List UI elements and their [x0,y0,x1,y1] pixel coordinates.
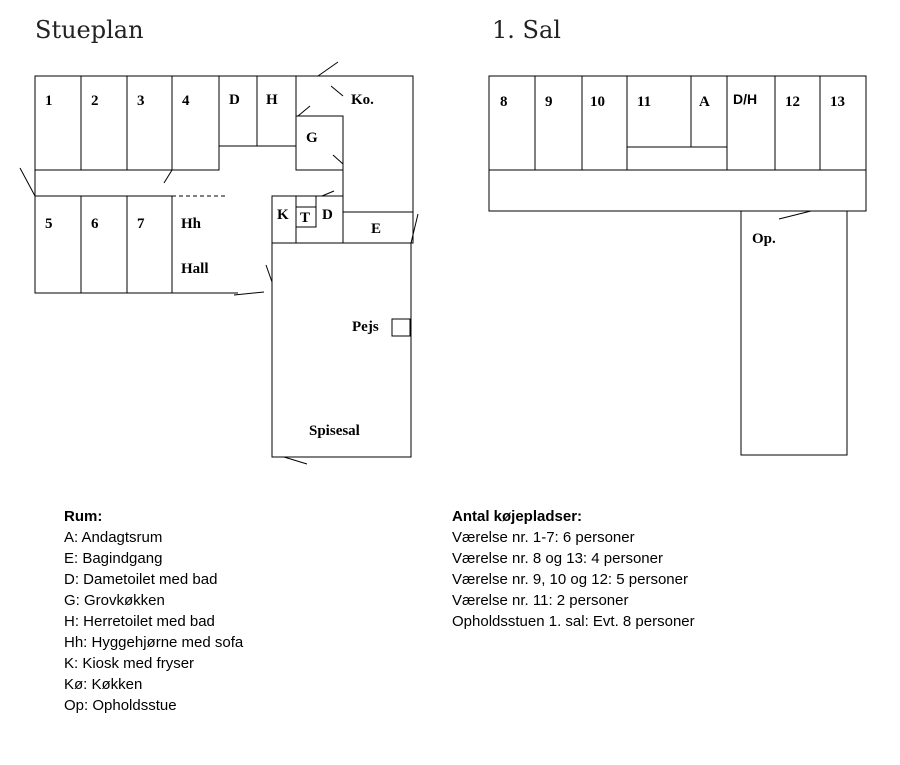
label-room-5: 5 [45,216,53,232]
beds-legend: Antal køjepladser: Værelse nr. 1-7: 6 pe… [452,506,695,632]
label-room-8: 8 [500,94,508,110]
label-room-g: G [306,130,318,146]
door-op [778,210,812,220]
room-3 [126,75,173,171]
door-spisesal-west [265,264,273,283]
room-12 [774,75,821,171]
room-2 [80,75,128,171]
room-d-upper [218,75,258,147]
legend-item: Værelse nr. 11: 2 personer [452,592,629,609]
label-hall: Hall [181,261,209,277]
rooms-legend: Rum: A: Andagtsrum E: Bagindgang D: Dame… [64,506,243,716]
label-room-3: 3 [137,93,145,109]
door-kitchen-inner [330,85,344,97]
room-13 [819,75,867,171]
label-pejs: Pejs [352,319,379,335]
legend-item: G: Grovkøkken [64,592,165,609]
legend-item: Hh: Hyggehjørne med sofa [64,634,244,651]
corridor-wall [34,170,172,197]
room-g [295,115,344,171]
label-room-op: Op. [752,231,776,247]
label-room-12: 12 [785,94,800,110]
legend-item: Værelse nr. 1-7: 6 personer [452,529,635,546]
room-4 [171,75,220,171]
label-hh: Hh [181,216,202,232]
label-room-10: 10 [590,94,605,110]
label-room-d: D [229,92,240,108]
door-corridor-west [19,167,36,197]
door-spisesal-south [283,456,308,465]
label-room-d2: D [322,207,333,223]
label-room-h: H [266,92,278,108]
legend-item: Opholdsstuen 1. sal: Evt. 8 personer [452,613,695,630]
legend-item: A: Andagtsrum [64,529,163,546]
room-11 [626,75,692,148]
kitchen-inner-wall [342,116,413,213]
legend-item: Værelse nr. 9, 10 og 12: 5 personer [452,571,688,588]
label-room-4: 4 [182,93,190,109]
door-d2 [321,190,335,197]
label-spisesal: Spisesal [309,423,360,439]
room-9 [534,75,583,171]
ground-floor-title: Stueplan [35,16,144,44]
room-spisesal [271,242,412,458]
room-1 [34,75,82,171]
first-floor-plan [488,75,867,456]
fireplace [391,318,411,337]
beds-legend-list: Værelse nr. 1-7: 6 personer Værelse nr. … [452,527,695,632]
label-room-6: 6 [91,216,99,232]
room-5 [34,195,82,294]
room-10 [581,75,628,171]
label-room-7: 7 [137,216,145,232]
legend-item: H: Herretoilet med bad [64,613,215,630]
beds-legend-heading: Antal køjepladser: [452,508,583,525]
label-room-1: 1 [45,93,53,109]
legend-item: Kø: Køkken [64,676,143,693]
label-room-11: 11 [637,94,651,110]
room-op [740,210,848,456]
door-kitchen-lower [332,154,344,165]
label-room-dh: D/H [733,91,757,107]
first-floor-labels: 8 9 10 11 A D/H 12 13 Op. [500,91,845,247]
legend-item: Værelse nr. 8 og 13: 4 personer [452,550,663,567]
label-room-13: 13 [830,94,845,110]
rooms-legend-heading: Rum: [64,508,103,525]
legend-item: D: Dametoilet med bad [64,571,218,588]
legend-item: Op: Opholdsstue [64,697,177,714]
room-6 [80,195,128,294]
first-floor-title: 1. Sal [492,16,561,44]
room-a [690,75,728,148]
ground-floor-plan [19,61,419,465]
label-room-2: 2 [91,93,99,109]
room-7 [126,195,173,294]
door-e [410,213,419,244]
door-kitchen-top [317,61,339,77]
label-room-e: E [371,221,381,237]
label-room-t: T [300,210,310,226]
label-room-k: K [277,207,289,223]
kitchen-outer-wall [296,75,414,243]
door-hall [233,291,265,296]
rooms-legend-list: A: Andagtsrum E: Bagindgang D: Dametoile… [64,527,243,716]
label-room-9: 9 [545,94,553,110]
door-g [297,105,311,117]
legend-item: E: Bagindgang [64,550,163,567]
label-room-a: A [699,94,710,110]
label-kitchen: Ko. [351,92,374,108]
ground-floor-labels: 1 2 3 4 D H G Ko. 5 6 7 Hh Hall K T D E … [45,92,381,439]
legend-item: K: Kiosk med fryser [64,655,195,672]
door-room-4 [163,169,173,184]
room-h [256,75,297,147]
first-floor-corridor [488,169,867,212]
room-8 [488,75,536,171]
floor-plan-drawing: Stueplan [19,16,867,465]
